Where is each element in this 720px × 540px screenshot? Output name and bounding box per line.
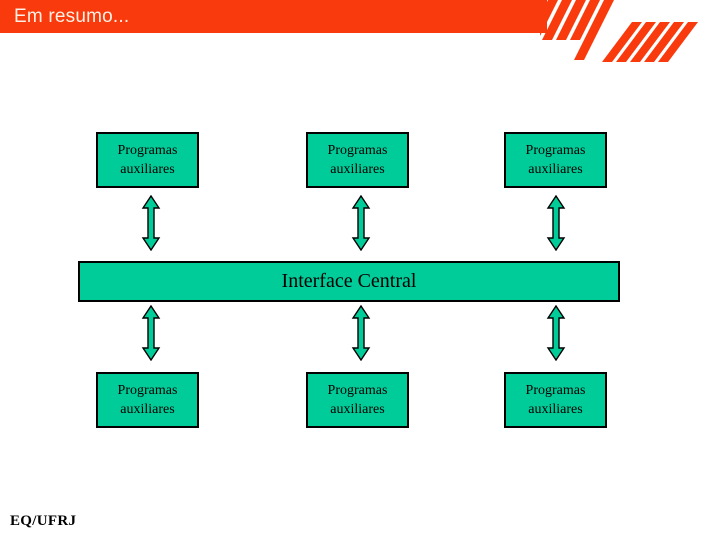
- double-arrow-icon-top-left: [141, 195, 161, 251]
- double-arrow-icon-bottom-left: [141, 305, 161, 361]
- aux-box-label-line2: auxiliares: [528, 162, 583, 177]
- double-arrow-icon-top-right: [546, 195, 566, 251]
- page-title: Em resumo...: [14, 6, 130, 27]
- aux-box-label-line2: auxiliares: [120, 162, 175, 177]
- slide-footer: EQ/UFRJ: [10, 513, 77, 529]
- double-arrow-icon-bottom-center: [351, 305, 371, 361]
- aux-program-box-top-right[interactable]: Programas auxiliares: [504, 132, 607, 188]
- aux-box-label-line2: auxiliares: [120, 402, 175, 417]
- aux-box-label-line1: Programas: [327, 383, 388, 398]
- aux-program-box-top-left[interactable]: Programas auxiliares: [96, 132, 199, 188]
- aux-program-box-top-center[interactable]: Programas auxiliares: [306, 132, 409, 188]
- aux-program-box-bottom-left[interactable]: Programas auxiliares: [96, 372, 199, 428]
- aux-box-label-line2: auxiliares: [330, 162, 385, 177]
- aux-box-label-line1: Programas: [525, 143, 586, 158]
- aux-program-box-bottom-center[interactable]: Programas auxiliares: [306, 372, 409, 428]
- double-arrow-icon-bottom-right: [546, 305, 566, 361]
- aux-box-label-line2: auxiliares: [528, 402, 583, 417]
- central-interface-label: Interface Central: [281, 270, 417, 292]
- aux-box-label-line2: auxiliares: [330, 402, 385, 417]
- aux-box-label-line1: Programas: [327, 143, 388, 158]
- aux-box-label-line1: Programas: [117, 143, 178, 158]
- slide-title-bar: [0, 0, 547, 33]
- double-arrow-icon-top-center: [351, 195, 371, 251]
- aux-box-label-line1: Programas: [525, 383, 586, 398]
- central-interface-bar[interactable]: Interface Central: [78, 261, 620, 302]
- aux-program-box-bottom-right[interactable]: Programas auxiliares: [504, 372, 607, 428]
- aux-box-label-line1: Programas: [117, 383, 178, 398]
